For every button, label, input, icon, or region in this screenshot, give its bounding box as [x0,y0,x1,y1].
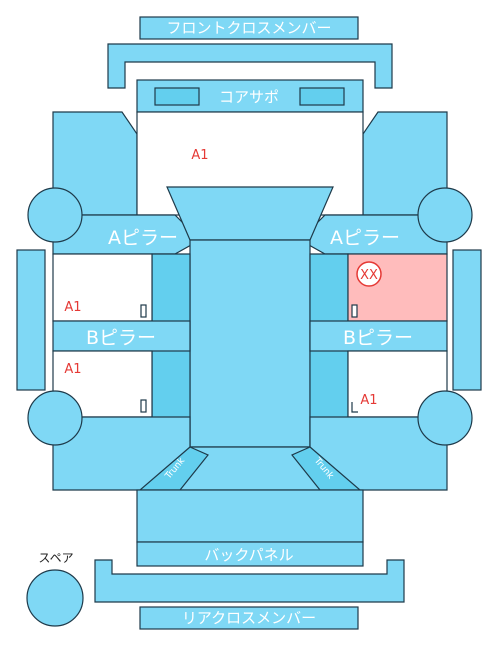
spare-label: スペア [38,551,73,565]
core-support-left-slot [154,87,200,106]
left-side-sill-part[interactable] [16,249,46,391]
rear-cross-member-label: リアクロスメンバー [182,609,316,627]
right-side-sill-part[interactable] [452,249,482,391]
front-bumper-part[interactable] [107,43,393,89]
right-rear-door-damage-code: A1 [360,393,377,408]
right-front-door-damage-marker [356,261,382,287]
windshield-part[interactable] [166,186,334,241]
left-front-door-handle [140,304,147,318]
right-front-wheel-outer[interactable] [417,187,473,243]
b-pillar-right-part[interactable] [309,320,448,352]
left-front-door-damage-code: A1 [64,300,81,315]
left-front-wheel-outer[interactable] [27,187,83,243]
hood-damage-code: A1 [191,148,208,163]
core-support-right-slot [299,87,345,106]
left-front-door-part[interactable] [52,253,153,322]
rear-cross-member-part[interactable] [139,606,359,630]
spare-tire-part[interactable] [26,569,84,627]
a-pillar-right-label: Aピラー [330,227,400,249]
right-rear-door-handle [351,402,358,413]
right-front-door-handle [351,304,358,318]
right-front-door-damage-code: XX [360,268,378,283]
a-pillar-left-part[interactable] [52,214,201,255]
front-cross-member-part[interactable] [139,16,359,40]
b-pillar-right-label: Bピラー [343,327,413,349]
a-pillar-right-part[interactable] [299,214,448,255]
rear-bumper-part[interactable] [94,559,405,603]
roof-part[interactable] [189,239,311,448]
left-rear-door-handle [140,399,147,413]
right-rear-wheel-outer[interactable] [417,390,473,446]
trunk-part[interactable] [136,489,364,543]
a-pillar-left-label: Aピラー [108,227,178,249]
core-support-label: コアサポ [219,88,279,106]
back-panel-label: バックパネル [204,546,293,564]
left-rear-wheel-outer[interactable] [27,390,83,446]
front-cross-member-label: フロントクロスメンバー [166,19,331,37]
b-pillar-left-part[interactable] [52,320,191,352]
b-pillar-left-label: Bピラー [86,327,156,349]
left-rear-door-damage-code: A1 [64,362,81,377]
back-panel-part[interactable] [136,541,364,567]
